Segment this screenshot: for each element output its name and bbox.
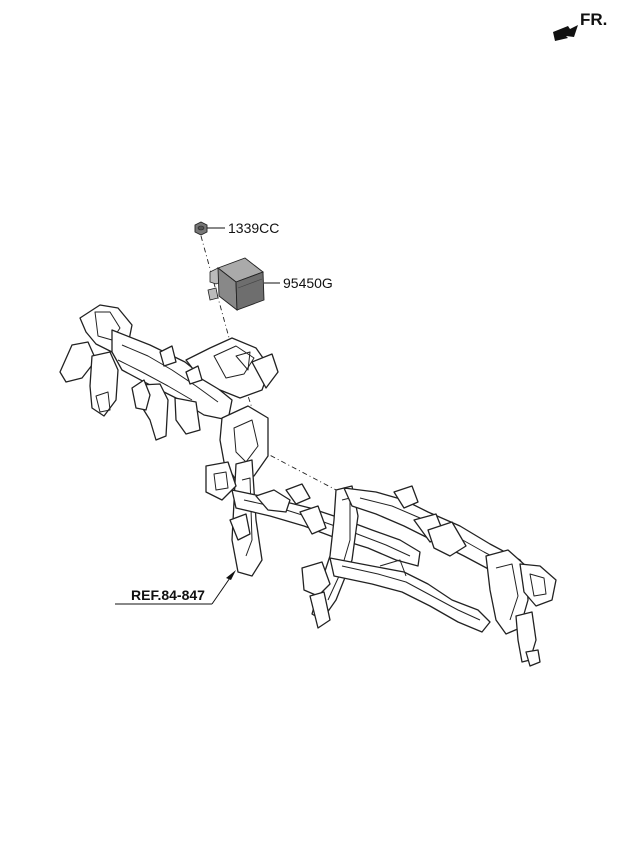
front-direction-indicator: FR. bbox=[553, 10, 607, 41]
reference-arrow-icon bbox=[226, 570, 236, 580]
part-code-nut: 1339CC bbox=[228, 220, 279, 236]
nut-part[interactable]: 1339CC bbox=[194, 220, 279, 236]
reference-callout[interactable]: REF.84-847 bbox=[115, 570, 236, 605]
reference-label: REF.84-847 bbox=[131, 587, 205, 603]
cowl-cross-bar-frame bbox=[59, 304, 557, 667]
install-axis-line-2 bbox=[259, 449, 341, 493]
arrow-forward-icon bbox=[553, 25, 578, 41]
front-direction-label: FR. bbox=[580, 10, 607, 29]
control-module-part[interactable]: 95450G bbox=[207, 257, 333, 311]
part-code-module: 95450G bbox=[283, 275, 333, 291]
control-module-icon bbox=[207, 257, 265, 311]
